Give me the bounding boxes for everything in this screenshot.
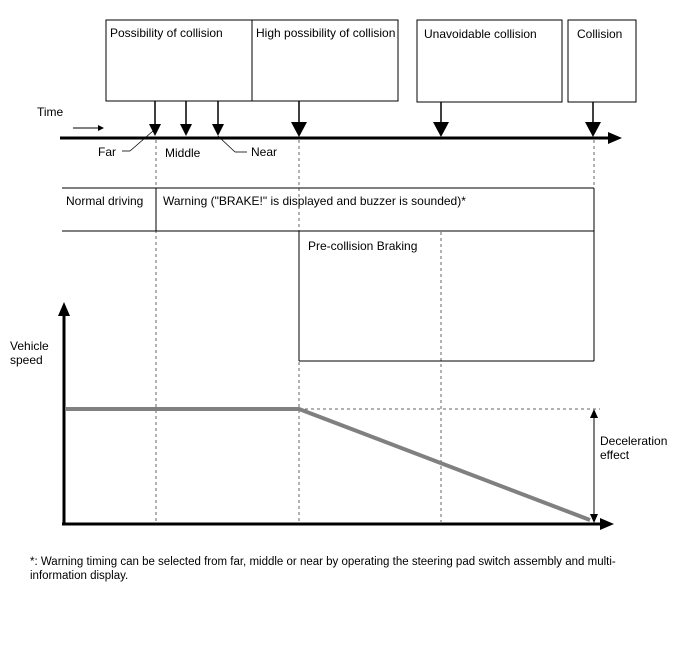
- phase-box-high-possibility: High possibility of collision: [251, 19, 399, 102]
- phase-box-collision: Collision: [567, 19, 637, 103]
- deceleration-label-line2: effect: [600, 448, 630, 462]
- time-axis-arrow-icon: [608, 132, 622, 144]
- warning-label: Warning ("BRAKE!" is displayed and buzze…: [163, 194, 466, 208]
- timing-labels: Far Middle Near: [98, 130, 277, 160]
- pre-collision-braking-band: Pre-collision Braking: [298, 231, 595, 362]
- normal-driving-label: Normal driving: [66, 194, 143, 208]
- y-axis-label-line2: speed: [10, 353, 43, 367]
- y-axis-label-line1: Vehicle: [10, 339, 49, 353]
- phase-box-possibility: Possibility of collision: [105, 19, 253, 102]
- time-axis: Time: [37, 105, 622, 144]
- y-axis-arrow-icon: [58, 302, 70, 316]
- deceleration-arrow-up-icon: [590, 409, 598, 418]
- deceleration-effect-indicator: Deceleration effect: [590, 409, 667, 523]
- timing-label-near: Near: [251, 145, 277, 159]
- phase-label-high-possibility: High possibility of collision: [256, 26, 395, 40]
- vehicle-speed-line: [66, 407, 591, 522]
- deceleration-arrow-down-icon: [590, 514, 598, 523]
- speed-graph-axes: Vehicle speed: [10, 302, 614, 530]
- time-label: Time: [37, 105, 64, 119]
- pre-collision-braking-label: Pre-collision Braking: [308, 239, 417, 253]
- x-axis-arrow-icon: [600, 518, 614, 530]
- status-bands: Normal driving Warning ("BRAKE!" is disp…: [62, 187, 595, 232]
- guide-lines: [155, 140, 600, 522]
- footnote: *: Warning timing can be selected from f…: [30, 556, 616, 582]
- phase-label-collision: Collision: [577, 27, 622, 41]
- time-direction-arrow-icon: [98, 125, 104, 131]
- deceleration-label-line1: Deceleration: [600, 434, 667, 448]
- phase-label-unavoidable: Unavoidable collision: [424, 27, 537, 41]
- phase-label-possibility: Possibility of collision: [110, 26, 223, 40]
- phase-box-unavoidable: Unavoidable collision: [416, 19, 563, 103]
- timing-label-far: Far: [98, 145, 116, 159]
- phase-arrows: [149, 101, 601, 137]
- timing-label-middle: Middle: [165, 146, 201, 160]
